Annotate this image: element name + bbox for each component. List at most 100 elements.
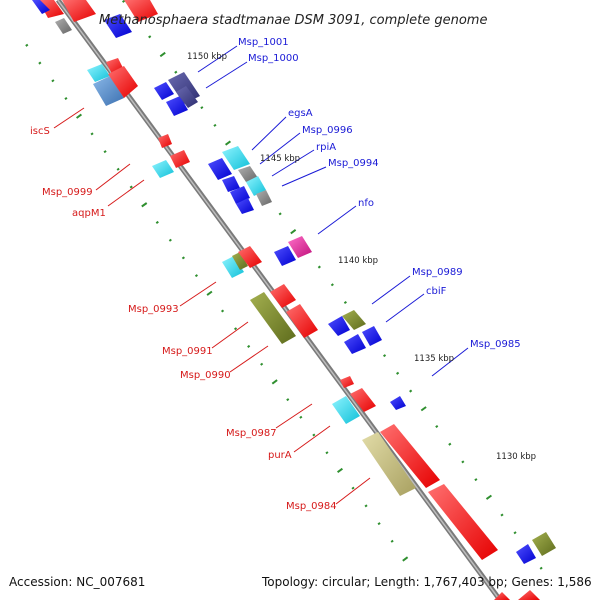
minor-tick <box>330 283 334 287</box>
major-tick <box>75 113 83 119</box>
minor-tick <box>174 70 178 74</box>
map-title: Methanosphaera stadtmanae DSM 3091, comp… <box>99 13 487 28</box>
minor-tick <box>325 451 329 455</box>
minor-tick <box>200 106 204 110</box>
leader-line-blue <box>431 347 469 377</box>
major-tick <box>271 379 278 385</box>
minor-tick <box>409 389 413 393</box>
major-tick <box>420 406 427 412</box>
gene-label-msp-1000[interactable]: Msp_1000 <box>248 53 299 64</box>
feature-red <box>494 592 510 600</box>
minor-tick <box>351 486 355 490</box>
feature-blue <box>208 158 232 180</box>
minor-tick <box>260 362 264 366</box>
leader-line-red <box>275 403 313 429</box>
feature-red <box>238 246 262 268</box>
gene-label-msp-0987[interactable]: Msp_0987 <box>226 428 277 439</box>
major-tick <box>159 51 166 58</box>
major-tick <box>225 140 231 146</box>
feature-red <box>518 590 540 600</box>
gene-label-msp-0989[interactable]: Msp_0989 <box>412 267 463 278</box>
feature-blue <box>516 544 536 564</box>
gene-label-msp-0985[interactable]: Msp_0985 <box>470 339 521 350</box>
gene-label-msp-0984[interactable]: Msp_0984 <box>286 501 337 512</box>
leader-line-blue <box>205 61 248 89</box>
feature-navy <box>176 86 198 108</box>
gene-label-msp-0994[interactable]: Msp_0994 <box>328 158 379 169</box>
feature-blue <box>328 316 350 336</box>
gene-label-egsa[interactable]: egsA <box>288 108 313 119</box>
feature-blue <box>154 82 174 100</box>
feature-blue <box>274 246 296 266</box>
minor-tick <box>25 43 29 47</box>
major-tick <box>206 290 213 296</box>
minor-tick <box>286 398 290 402</box>
feature-steel <box>93 76 124 106</box>
leader-line-red <box>211 321 249 349</box>
leader-line-blue <box>281 166 327 187</box>
feature-blue <box>390 396 406 410</box>
minor-tick <box>64 96 68 101</box>
feature-olive <box>342 310 366 330</box>
feature-magenta <box>288 236 312 258</box>
leader-line-red <box>335 477 371 505</box>
major-tick <box>141 202 148 208</box>
feature-blue <box>104 14 132 38</box>
kbp-label-1135: 1135 kbp <box>414 354 454 364</box>
minor-tick <box>377 522 381 526</box>
minor-tick <box>168 238 172 242</box>
kbp-label-1140: 1140 kbp <box>338 256 378 266</box>
feature-red <box>158 134 172 148</box>
feature-cyan <box>152 160 174 178</box>
leader-line-red <box>229 345 269 373</box>
feature-cyan <box>332 396 360 424</box>
feature-red <box>170 150 190 168</box>
gene-label-msp-0991[interactable]: Msp_0991 <box>162 346 213 357</box>
feature-red <box>108 66 138 98</box>
minor-tick <box>317 265 321 269</box>
feature-cyan <box>222 256 244 278</box>
feature-gray <box>256 190 272 206</box>
minor-tick <box>474 478 478 482</box>
gene-label-rpia[interactable]: rpiA <box>316 142 336 153</box>
minor-tick <box>129 185 133 189</box>
gene-label-msp-0996[interactable]: Msp_0996 <box>302 125 353 136</box>
gene-label-msp-0999[interactable]: Msp_0999 <box>42 187 93 198</box>
gene-label-msp-0993[interactable]: Msp_0993 <box>128 304 179 315</box>
minor-tick <box>181 256 185 260</box>
minor-tick <box>448 442 452 446</box>
feature-red <box>270 284 296 308</box>
minor-tick <box>364 504 368 508</box>
gene-label-cbif[interactable]: cbiF <box>426 286 447 297</box>
leader-line-blue <box>371 275 411 305</box>
feature-gray <box>238 166 258 182</box>
gene-label-nfo[interactable]: nfo <box>358 198 374 209</box>
gene-label-pura[interactable]: purA <box>268 450 292 461</box>
minor-tick <box>234 327 238 331</box>
gene-label-msp-0990[interactable]: Msp_0990 <box>180 370 231 381</box>
leader-line-blue <box>251 116 287 151</box>
gene-label-msp-1001[interactable]: Msp_1001 <box>238 37 289 48</box>
leader-line-blue <box>197 45 238 73</box>
minor-tick <box>435 424 439 429</box>
kbp-label-1130: 1130 kbp <box>496 452 536 462</box>
minor-tick <box>213 123 217 127</box>
leader-line-red <box>107 179 145 207</box>
feature-olive <box>232 252 248 270</box>
leader-line-red <box>179 281 217 307</box>
kbp-label-1145: 1145 kbp <box>260 154 300 164</box>
feature-red <box>428 484 498 560</box>
gene-label-aqpm1[interactable]: aqpM1 <box>72 208 106 219</box>
major-tick <box>337 467 343 474</box>
feature-blue <box>344 334 366 354</box>
gene-label-iscs[interactable]: iscS <box>30 126 50 137</box>
feature-khaki <box>362 432 416 496</box>
minor-tick <box>390 539 394 543</box>
minor-tick <box>116 167 120 171</box>
leader-line-red <box>95 163 131 191</box>
accession-text: Accession: NC_007681 <box>9 575 145 589</box>
minor-tick <box>247 344 251 348</box>
minor-tick <box>51 79 55 83</box>
